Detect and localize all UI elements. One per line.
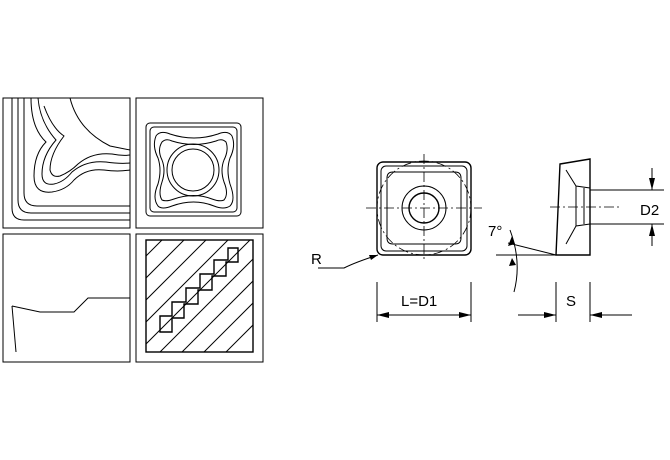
bore-dimension: D2	[590, 168, 664, 246]
radius-label: R	[311, 251, 322, 268]
angle-label: 7°	[488, 223, 502, 240]
profile-milling-icon	[11, 297, 130, 353]
panel-face-milling-icon	[135, 233, 264, 363]
insert-side-view	[550, 158, 620, 256]
face-milling-icon	[145, 239, 254, 353]
insert-top-view	[366, 154, 482, 262]
contour-passes-icon	[11, 97, 131, 221]
radius-leader	[318, 254, 379, 269]
bore-label: D2	[640, 202, 659, 219]
panel-pocket-milling-icon	[135, 97, 264, 229]
thickness-label: S	[566, 293, 576, 310]
clearance-angle-callout: 7°	[488, 223, 557, 293]
length-label: L=D1	[401, 293, 437, 310]
length-dimension: L=D1	[376, 282, 472, 322]
application-icon-grid	[2, 97, 264, 363]
insert-side-outline	[555, 158, 591, 256]
radius-callout: R	[311, 251, 379, 269]
thickness-dimension: S	[518, 282, 632, 322]
pocket-milling-icon	[145, 122, 242, 217]
